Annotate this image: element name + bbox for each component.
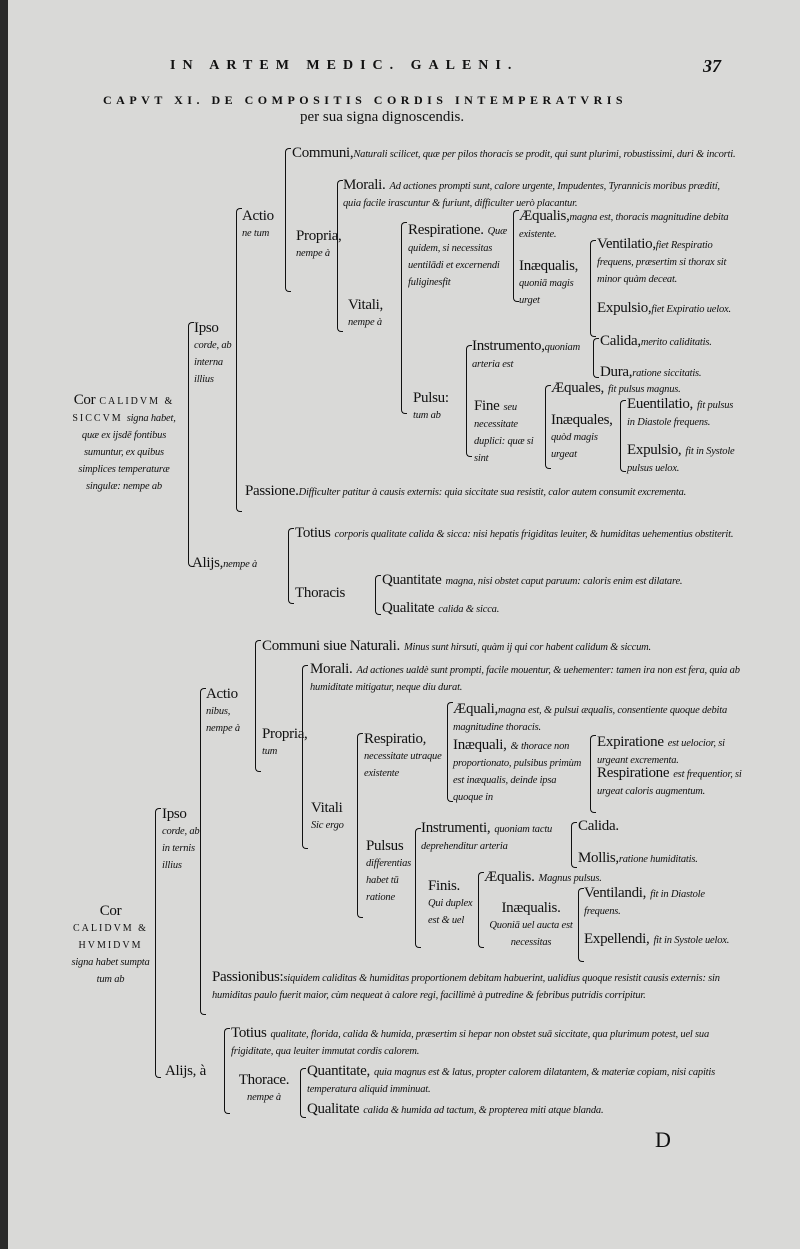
bracket xyxy=(375,575,381,615)
node-pulsus: Pulsus differentias habet tū ratione xyxy=(366,838,412,904)
node-respiratio: Respiratio, necessitate utraque existent… xyxy=(364,731,442,780)
node-cor-calidum-siccum: Cor CALIDVM & SICCVM signa habet, quæ ex… xyxy=(72,392,176,493)
bracket xyxy=(466,345,472,457)
node-passionibus: Passionibus:siquidem caliditas & humidit… xyxy=(212,969,720,1002)
node-expulsio-pulsus: Expulsio, fit in Systole pulsus uelox. xyxy=(627,442,735,475)
node-finis: Finis. Qui duplex est & uel xyxy=(428,878,473,927)
bracket xyxy=(188,322,194,567)
node-vitali: Vitali Sic ergo xyxy=(311,800,344,832)
node-dura: Dura,ratione siccitatis. xyxy=(600,364,702,380)
node-instrumenti: Instrumenti, quoniam tactu deprehenditur… xyxy=(421,820,553,853)
bracket xyxy=(513,210,519,302)
bracket xyxy=(300,1068,306,1118)
node-mollis: Mollis,ratione humiditatis. xyxy=(578,850,698,866)
node-fine: Fine seu necessitate duplici: quæ si sin… xyxy=(474,398,534,465)
node-actio: Actio nibus, nempe à xyxy=(206,686,240,735)
node-quantitate: Quantitate, quia magnus est & latus, pro… xyxy=(307,1063,716,1096)
bracket xyxy=(357,733,363,918)
node-calida: Calida. xyxy=(578,818,619,834)
node-inaequali: Inæquali, & thorace non proportionato, p… xyxy=(453,737,582,804)
node-ventilandi: Ventilandi, fit in Diastole frequens. xyxy=(584,885,705,918)
node-actio: Actio ne tum xyxy=(242,208,274,240)
bracket xyxy=(155,808,161,1078)
node-thorace: Thorace. nempe à xyxy=(238,1072,290,1104)
node-aequalis: Æqualis. Magnus pulsus. xyxy=(484,869,602,885)
bracket xyxy=(255,640,261,772)
running-title: IN ARTEM MEDIC. GALENI. xyxy=(170,58,519,73)
node-aequali: Æquali,magna est, & pulsui æqualis, cons… xyxy=(453,701,728,734)
bracket xyxy=(401,222,407,414)
node-alijs: Alijs,nempe à xyxy=(192,555,258,571)
node-qualitate: Qualitate calida & sicca. xyxy=(382,600,500,616)
chapter-title: CAPVT XI. DE COMPOSITIS CORDIS INTEMPERA… xyxy=(103,93,628,107)
bracket xyxy=(224,1028,230,1114)
bracket xyxy=(478,872,484,948)
node-morali: Morali. Ad actiones ualdè sunt prompti, … xyxy=(310,661,740,694)
node-aequalis: Æqualis,magna est, thoracis magnitudine … xyxy=(519,208,729,241)
node-cor-calidum-humidum: Cor CALIDVM & HVMIDVM signa habet sumpta… xyxy=(71,903,150,986)
node-quantitate: Quantitate magna, nisi obstet caput paru… xyxy=(382,572,683,588)
node-ipso: Ipso corde, ab interna illius xyxy=(194,320,232,386)
node-passione: Passione.Difficulter patitur à causis ex… xyxy=(245,483,687,499)
node-propria: Propria, tum xyxy=(262,726,308,758)
node-communi: Communi siue Naturali. Minus sunt hirsut… xyxy=(262,638,651,654)
node-expulsio: Expulsio,fiet Expiratio uelox. xyxy=(597,300,731,316)
node-inaequalis: Inæqualis. Quoniā uel aucta est necessit… xyxy=(489,900,573,949)
node-aequales: Æquales, fit pulsus magnus. xyxy=(551,380,681,396)
chapter-subtitle: per sua signa dignoscendis. xyxy=(300,109,465,125)
bracket xyxy=(590,240,596,337)
node-inaequales: Inæquales, quòd magis urgeat xyxy=(551,412,613,461)
bracket xyxy=(288,528,294,604)
node-calida: Calida,merito caliditatis. xyxy=(600,333,712,349)
node-qualitate: Qualitate calida & humida ad tactum, & p… xyxy=(307,1101,604,1117)
node-vitali: Vitali, nempe à xyxy=(348,297,383,329)
node-expiratione: Expiratione est uelocior, si urgeant exc… xyxy=(597,734,725,767)
bracket xyxy=(620,400,626,472)
node-respiratione: Respiratione est frequentior, si urgeat … xyxy=(597,765,742,798)
signature-mark: D xyxy=(655,1127,671,1152)
bracket xyxy=(545,385,551,469)
node-pulsu: Pulsu: tum ab xyxy=(413,390,449,422)
node-thoracis: Thoracis xyxy=(295,585,346,601)
node-totius: Totius qualitate, florida, calida & humi… xyxy=(231,1025,710,1058)
scan-edge xyxy=(0,0,8,1249)
bracket xyxy=(447,702,453,802)
node-alijs: Alijs, à xyxy=(165,1063,206,1079)
bracket xyxy=(415,828,421,948)
bracket xyxy=(302,665,308,849)
node-ventilatio: Ventilatio,fiet Respiratio frequens, præ… xyxy=(597,236,727,286)
node-respiratione: Respiratione. Quæ quidem, si necessitas … xyxy=(408,222,507,289)
node-ipso: Ipso corde, ab in ternis illius xyxy=(162,806,200,872)
bracket xyxy=(200,688,206,1015)
page-number: 37 xyxy=(703,56,721,76)
bracket xyxy=(337,180,343,332)
bracket xyxy=(285,148,291,292)
bracket xyxy=(236,208,242,512)
node-communi: Communi,Naturali scilicet, quæ per pilos… xyxy=(292,145,736,161)
bracket xyxy=(578,888,584,962)
node-morali: Morali. Ad actiones prompti sunt, calore… xyxy=(343,177,720,210)
node-inaequalis: Inæqualis, quoniā magis urget xyxy=(519,258,579,307)
node-propria: Propria, nempe à xyxy=(296,228,342,260)
node-totius: Totius corporis qualitate calida & sicca… xyxy=(295,525,734,541)
node-instrumento: Instrumento,quoniam arteria est xyxy=(472,338,580,371)
bracket xyxy=(593,338,599,378)
bracket xyxy=(571,822,577,868)
node-expellendi: Expellendi, fit in Systole uelox. xyxy=(584,931,730,947)
node-euentilatio: Euentilatio, fit pulsus in Diastole freq… xyxy=(627,396,734,429)
bracket xyxy=(590,735,596,813)
